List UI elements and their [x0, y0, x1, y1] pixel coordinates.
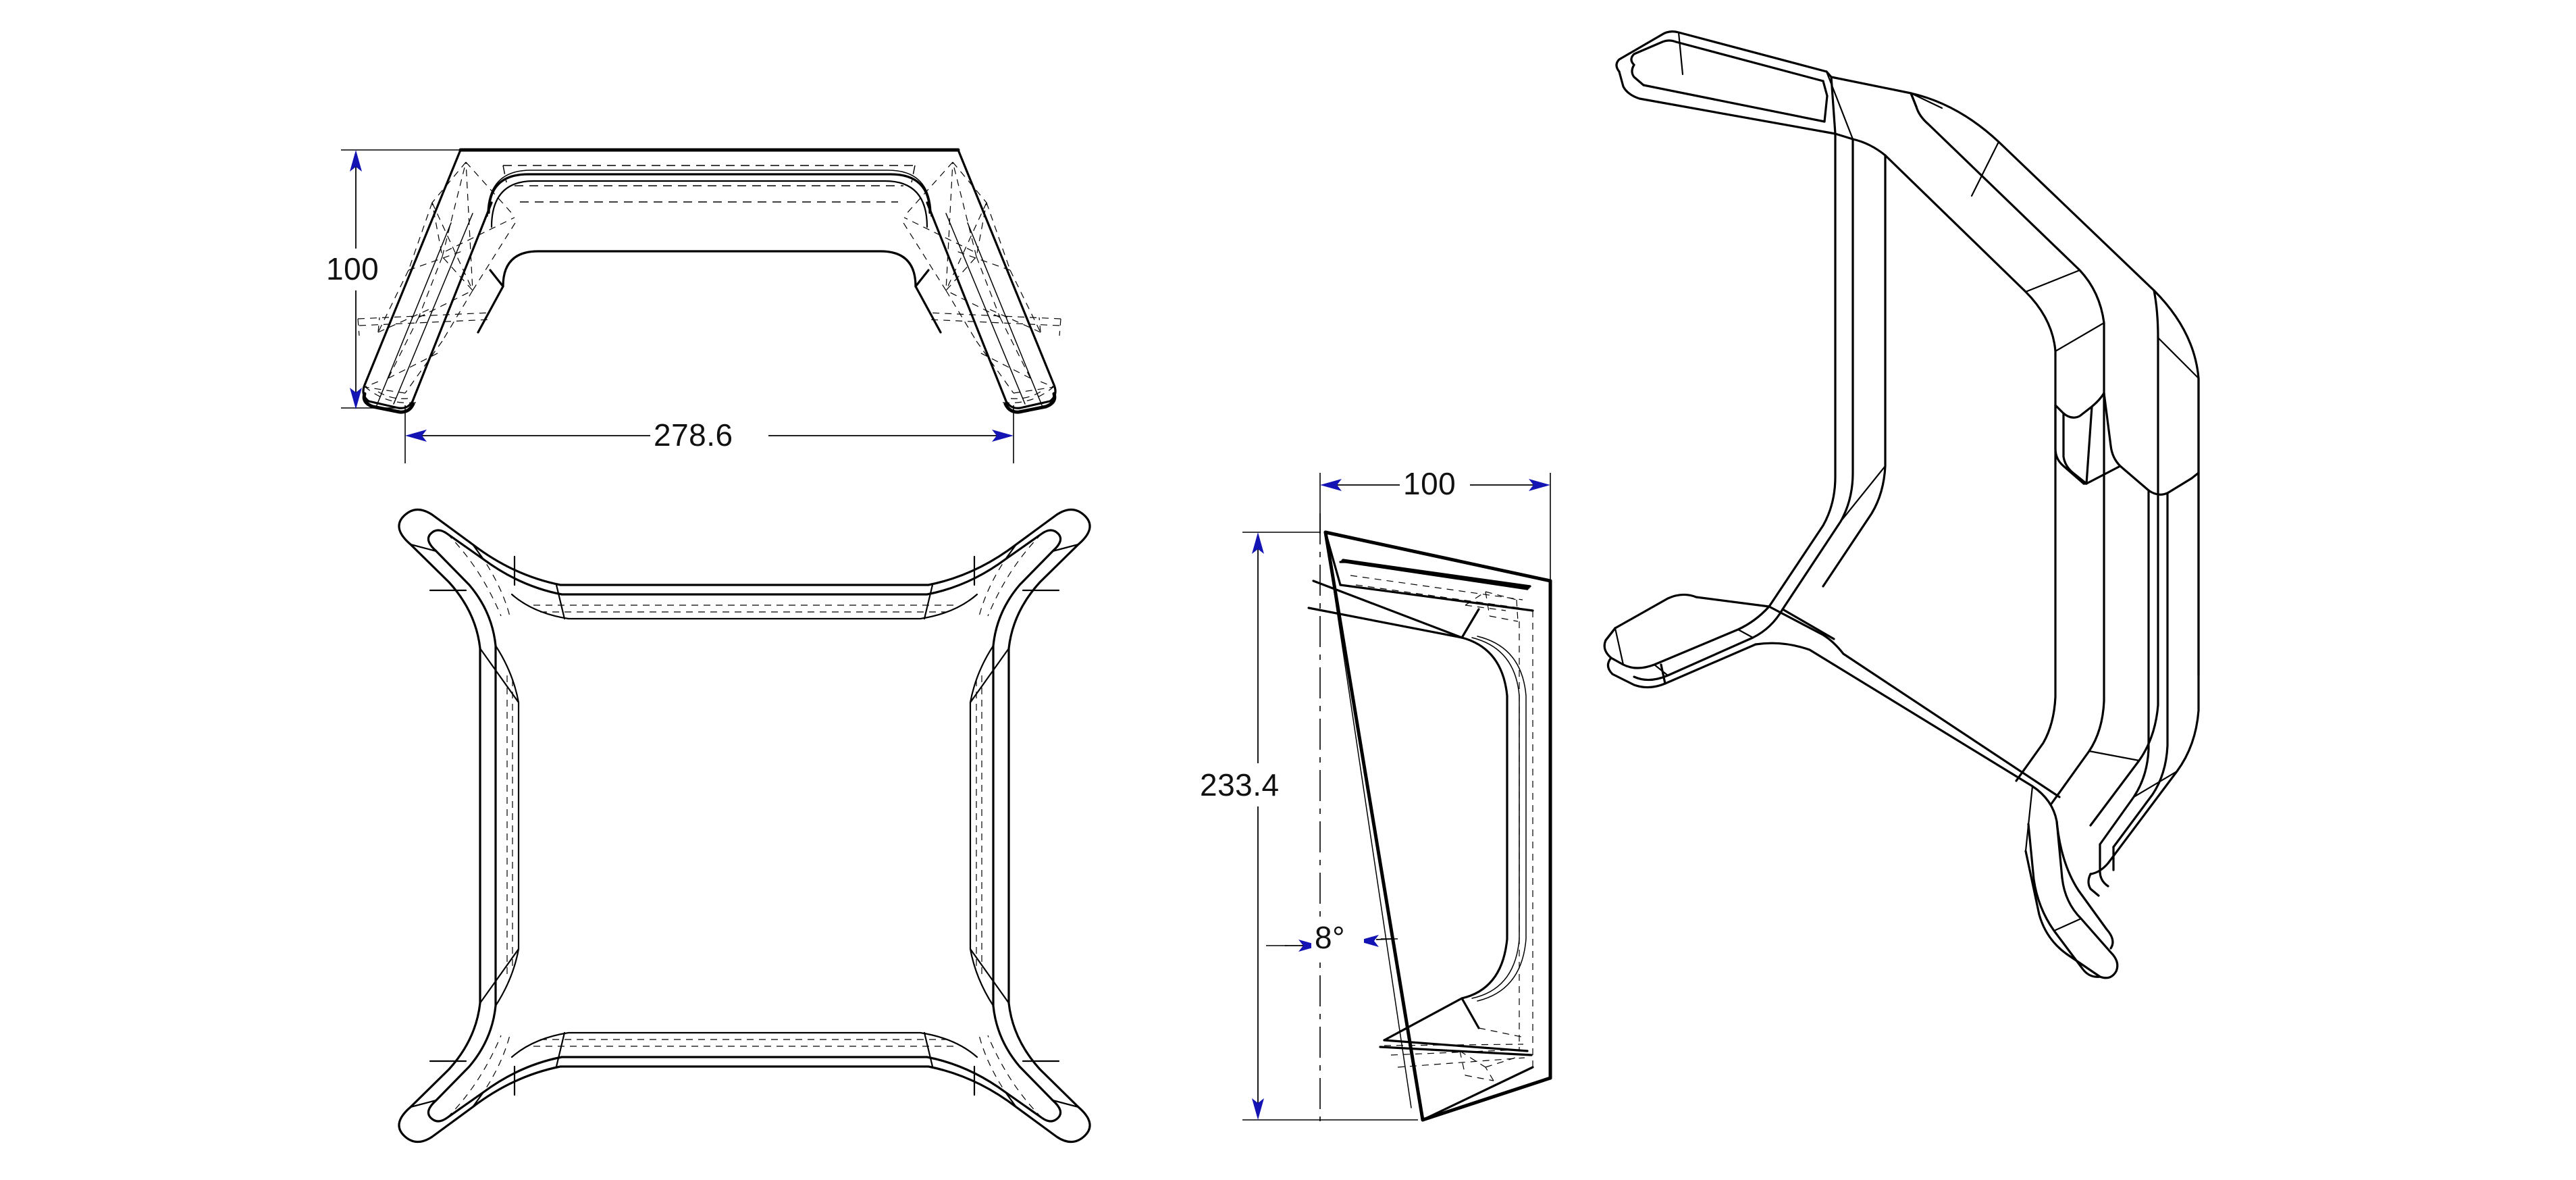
dim-angle-8-label: 8° — [1315, 920, 1345, 955]
front-view-opening — [477, 250, 942, 334]
isometric-view — [1603, 30, 2200, 979]
plan-view-corner-ticks — [429, 555, 1060, 1096]
side-view-outline — [1323, 530, 1552, 1122]
dim-width-278-6-label: 278.6 — [654, 417, 733, 453]
isometric-view-tangent-edges — [1614, 31, 2200, 932]
front-view: 100 278.6 — [323, 148, 1061, 463]
dim-height-100: 100 — [323, 149, 473, 409]
front-view-hidden-lines-right — [903, 161, 1061, 404]
dim-width-278-6: 278.6 — [404, 405, 1014, 463]
front-view-inner-arch — [487, 170, 932, 228]
dim-depth-100: 100 — [1319, 463, 1551, 582]
plan-view-facets — [409, 543, 1080, 1108]
front-view-leg-edges — [376, 201, 1043, 406]
plan-view-hidden-lines — [446, 533, 1043, 1119]
dim-height-233-4: 233.4 — [1197, 532, 1418, 1121]
side-view: 100 233.4 8° — [1197, 463, 1552, 1122]
front-view-outline — [362, 148, 1057, 414]
dim-depth-100-label: 100 — [1403, 466, 1456, 501]
plan-view — [398, 508, 1091, 1144]
side-view-hidden-lines — [1350, 575, 1533, 1081]
side-view-bottom-detail — [1379, 1039, 1534, 1121]
dim-height-100-label: 100 — [326, 251, 379, 286]
dim-height-233-4-label: 233.4 — [1200, 767, 1280, 802]
dim-angle-8: 8° — [1266, 917, 1398, 956]
